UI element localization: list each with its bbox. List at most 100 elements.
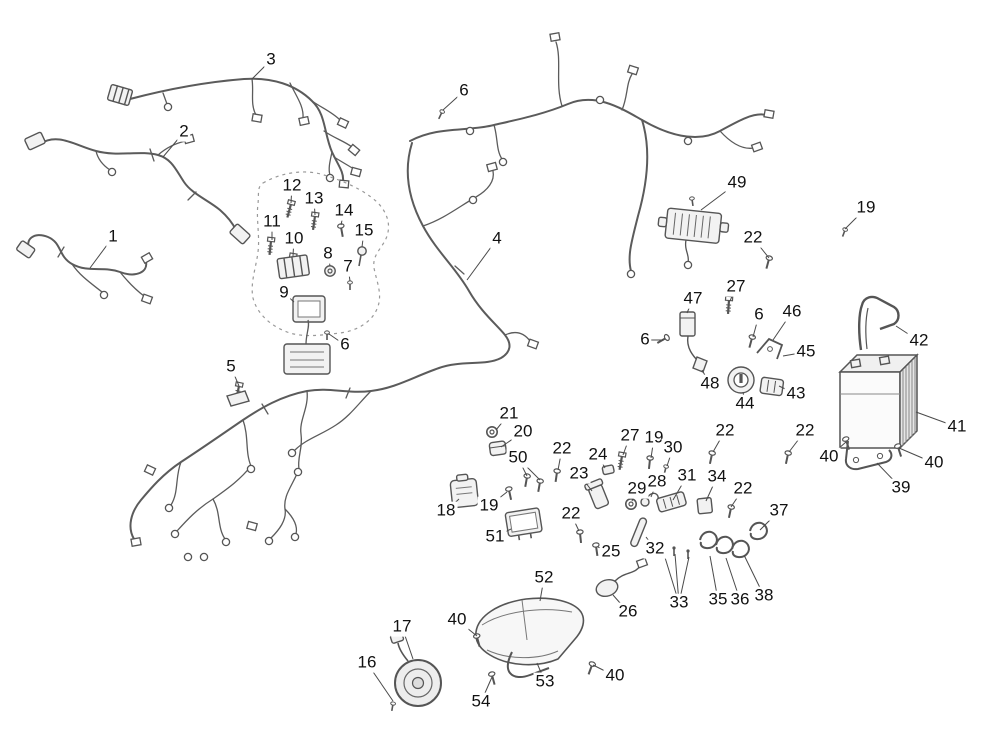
nut-14-icon (336, 222, 347, 239)
leader-20 (500, 431, 524, 448)
leader-15 (361, 230, 365, 248)
connector (485, 161, 499, 173)
harness-2 (24, 131, 251, 245)
connector (182, 133, 196, 145)
leader-45 (782, 351, 807, 357)
leader-38 (743, 554, 765, 597)
connector (762, 108, 776, 120)
screw-19-mid-icon (504, 485, 516, 502)
screw-6-ecu-icon (323, 330, 331, 341)
leader-54 (480, 676, 493, 703)
connector (140, 251, 154, 265)
leader-22 (788, 430, 806, 453)
leader-26 (612, 594, 629, 613)
hardware-group-outline (251, 171, 390, 337)
bolt-11-icon (264, 236, 276, 257)
battery-terminal (878, 355, 891, 366)
relay-9 (292, 295, 326, 323)
battery-bracket-39 (844, 440, 893, 471)
ignition-group (654, 295, 785, 397)
leader-32 (645, 536, 656, 550)
connector (246, 464, 256, 474)
screw-6-right-icon (745, 333, 757, 350)
connector (338, 179, 350, 189)
connector (297, 115, 311, 127)
leader-46 (772, 311, 793, 341)
screw-40-cover-right-icon (584, 659, 598, 677)
connector-31 (656, 491, 687, 513)
tube-32 (630, 517, 648, 548)
screw-50b-icon (534, 477, 545, 494)
plug-boot-48 (692, 356, 708, 373)
connector (245, 520, 259, 532)
leader-19 (488, 491, 508, 507)
connector (336, 116, 350, 130)
connector (170, 529, 180, 539)
coil-47 (679, 311, 700, 363)
grommet-8 (324, 265, 336, 277)
leader-6 (328, 333, 346, 346)
connector (626, 269, 636, 279)
leader-19 (844, 207, 867, 230)
regulator-49 (657, 195, 730, 270)
leader-8 (327, 253, 331, 267)
sensor-cluster (575, 449, 793, 598)
leader-25 (597, 546, 612, 553)
leader-37 (759, 510, 780, 531)
harness-3 (106, 77, 363, 189)
leader-30 (666, 447, 674, 467)
connector (287, 448, 297, 458)
connector (465, 126, 475, 136)
harness-4-main (129, 142, 540, 562)
sensor-28 (640, 492, 660, 507)
leader-3 (251, 59, 272, 80)
leader-36 (725, 557, 741, 601)
ecu-module (283, 319, 331, 375)
connector (250, 112, 264, 124)
ring-29-icon (624, 497, 638, 511)
clip-36-icon (715, 535, 734, 555)
sensor-15 (357, 246, 367, 267)
leader-21 (495, 413, 510, 431)
leader-22 (712, 430, 726, 453)
leader-34 (705, 476, 718, 502)
cover-52 (475, 597, 585, 666)
clip-35-icon (699, 530, 718, 550)
flasher-51 (504, 507, 543, 541)
leader-42 (895, 325, 920, 342)
leader-47 (686, 298, 694, 314)
connector (750, 141, 764, 153)
leader-16 (366, 662, 394, 702)
leader-5 (230, 366, 240, 387)
harness-4-engine-branch (409, 31, 776, 279)
screw-19b-icon (644, 454, 655, 471)
connector (183, 552, 193, 562)
connector (683, 136, 693, 146)
leader-50 (517, 457, 528, 477)
screw-7-icon (346, 280, 354, 291)
leader-22 (752, 237, 770, 259)
grommet-21-icon (485, 425, 499, 439)
connector (221, 537, 231, 547)
leader-19 (650, 437, 655, 459)
connector (107, 167, 117, 177)
bolt-16-icon (388, 700, 397, 713)
screw-22-a-icon (551, 467, 562, 484)
leader-24 (597, 454, 606, 469)
connector (229, 223, 251, 245)
leader-22 (730, 488, 744, 508)
connector (16, 240, 36, 259)
leader-22 (570, 513, 580, 532)
bracket-45-46 (756, 337, 784, 360)
connector (526, 338, 540, 350)
leader-2 (162, 131, 185, 158)
leader-40 (456, 619, 478, 637)
connector (683, 260, 693, 270)
screw-22-e-icon (575, 528, 586, 545)
connector (163, 102, 173, 112)
horn-17 (389, 632, 442, 707)
sensor-23 (584, 478, 610, 510)
connector (293, 467, 303, 477)
